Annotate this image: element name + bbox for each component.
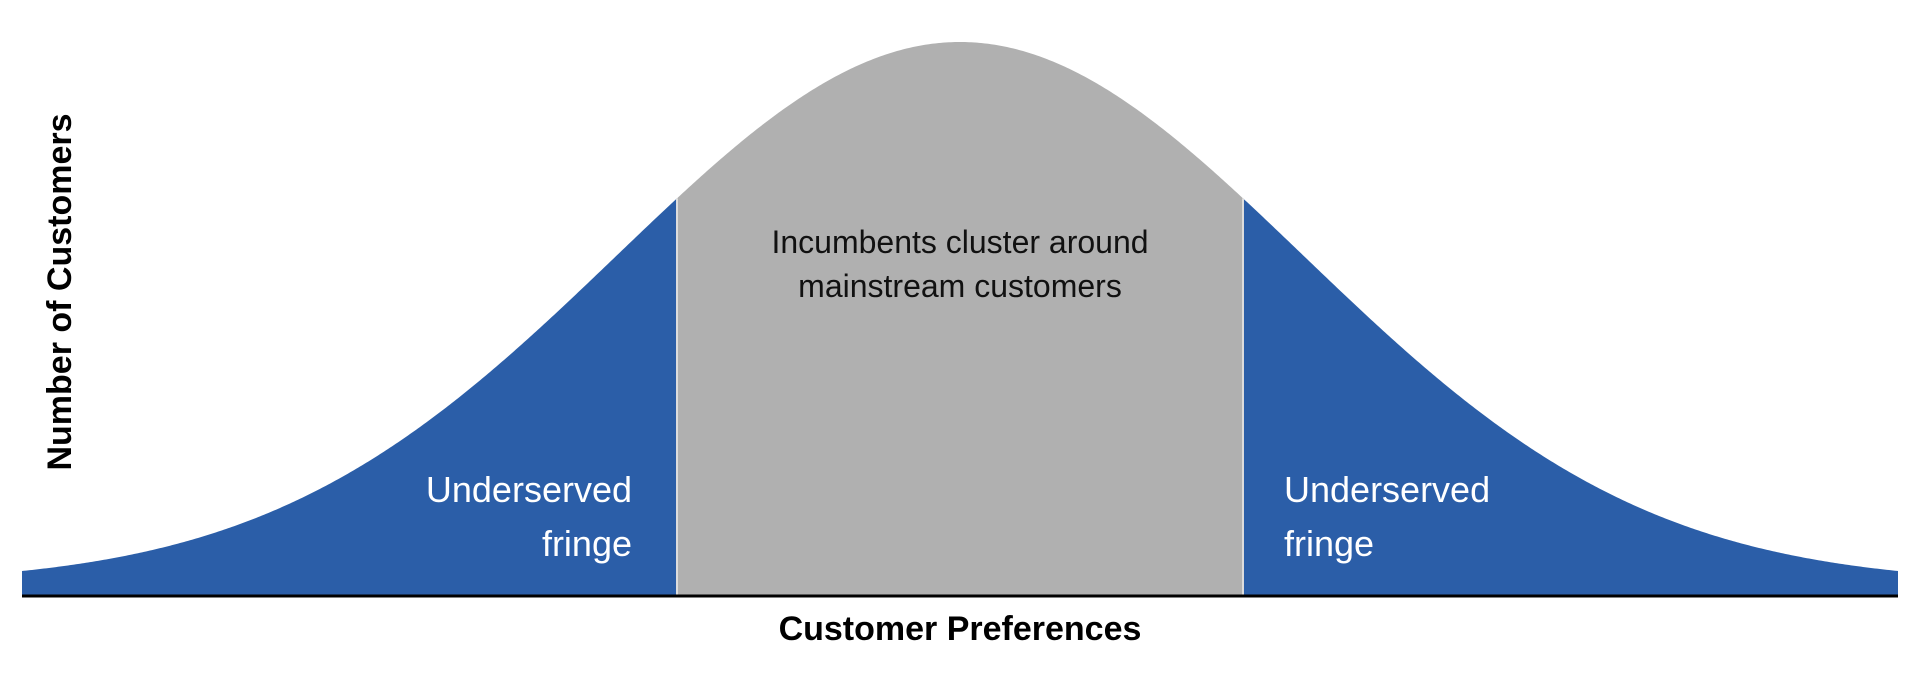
center-note-line-1: Incumbents cluster around [771, 224, 1148, 260]
y-axis-label: Number of Customers [41, 113, 79, 470]
center-region [677, 42, 1243, 596]
right-tail-region [1243, 198, 1898, 596]
right-fringe-label-line-2: fringe [1284, 523, 1374, 564]
x-axis-label: Customer Preferences [779, 610, 1142, 648]
center-note-line-2: mainstream customers [798, 268, 1122, 304]
left-fringe-label-line-1: Underserved [426, 469, 632, 510]
left-tail-region [22, 198, 677, 596]
left-fringe-label-line-2: fringe [542, 523, 632, 564]
right-fringe-label-line-1: Underserved [1284, 469, 1490, 510]
